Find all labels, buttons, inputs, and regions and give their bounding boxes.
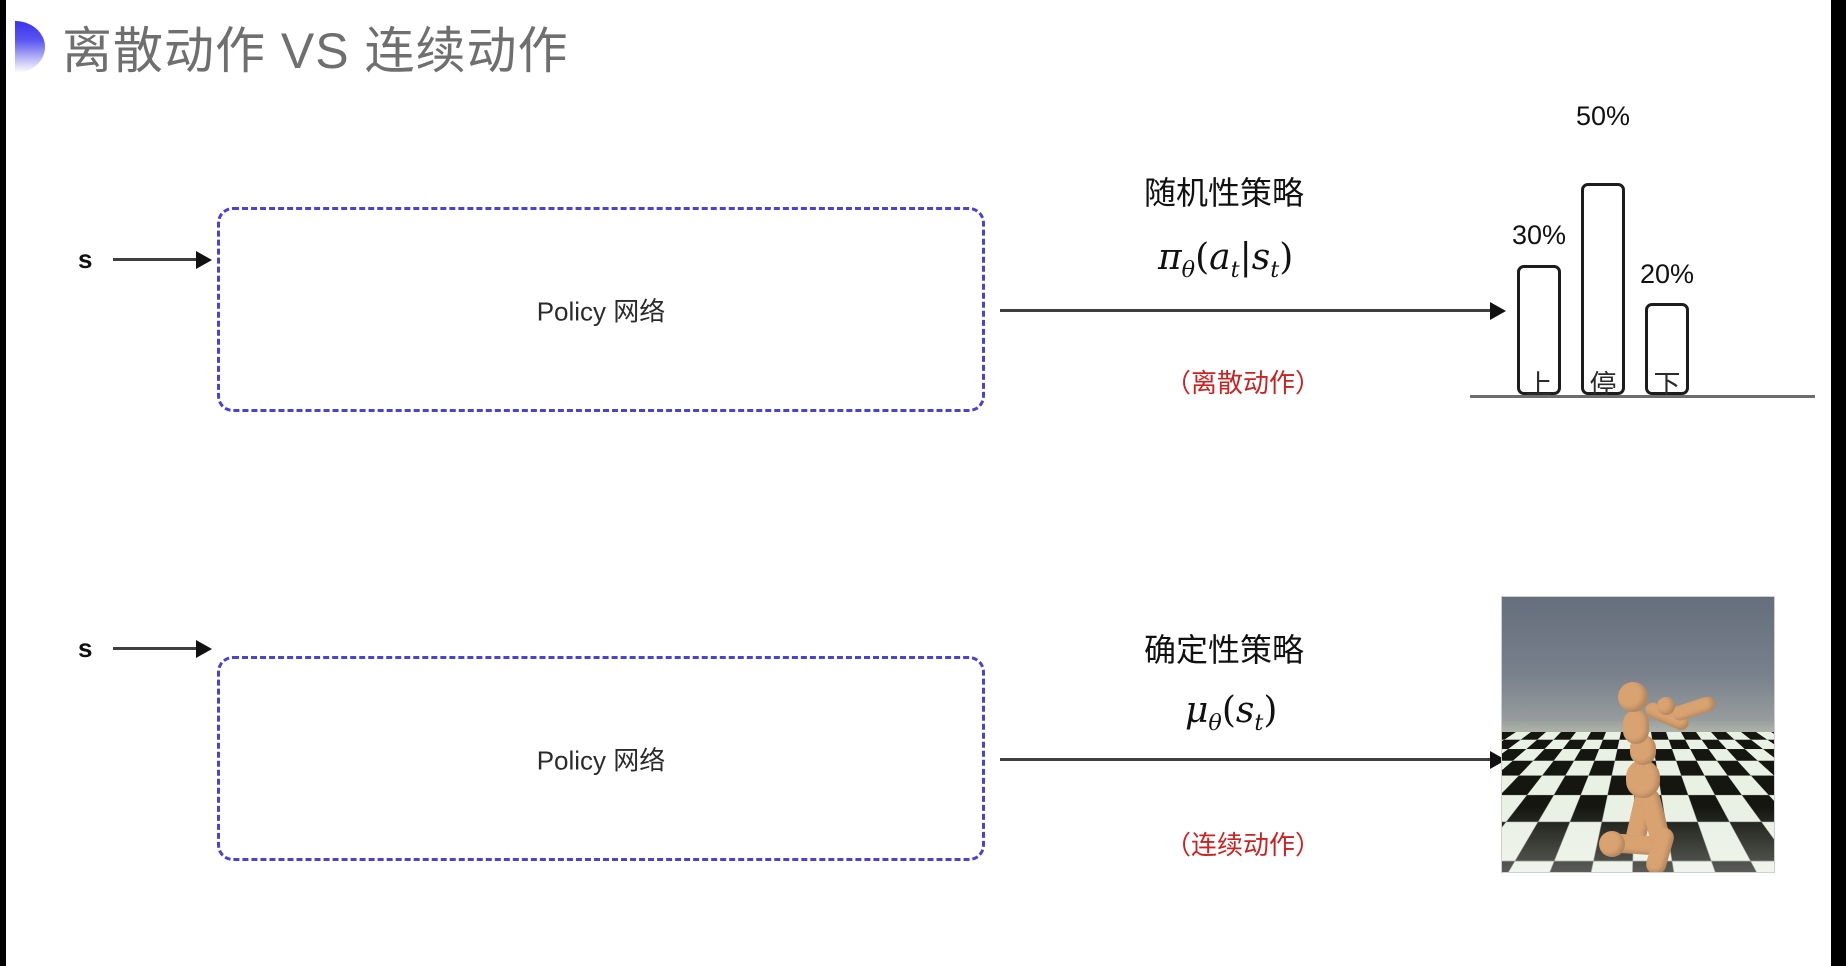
page-title: 离散动作 VS 连续动作: [62, 23, 569, 79]
formula-theta-sub-2: θ: [1208, 710, 1222, 737]
title-accent-shape: [15, 21, 45, 73]
stochastic-policy-formula: πθ(at|st): [1158, 237, 1293, 283]
action-probability-bar-chart: 30% 上 50% 停 20% 下: [1470, 95, 1815, 400]
bar-2: [1645, 303, 1689, 395]
formula-state-symbol: s: [1251, 237, 1271, 278]
input-arrow-head-row2: [196, 640, 212, 658]
formula-state-symbol-2: s: [1235, 690, 1255, 731]
humanoid-pelvis: [1626, 760, 1660, 798]
formula-open-paren-2: (: [1221, 690, 1236, 731]
deterministic-policy-formula: μθ(st): [1185, 690, 1277, 736]
formula-state-time-sub-2: t: [1254, 710, 1264, 737]
output-arrow-line-row1: [1000, 309, 1495, 312]
input-arrow-line-row1: [113, 258, 198, 261]
humanoid-simulation-image: [1502, 597, 1774, 872]
continuous-action-caption: （连续动作）: [1165, 830, 1322, 860]
formula-state-time-sub: t: [1270, 257, 1280, 284]
stochastic-policy-caption: 随机性策略: [1144, 175, 1305, 211]
formula-conditional-bar: |: [1239, 237, 1252, 278]
humanoid-head: [1618, 682, 1648, 712]
state-input-label-row2: s: [78, 633, 93, 663]
formula-open-paren: (: [1195, 237, 1210, 278]
bar-value-1: 50%: [1575, 101, 1631, 131]
policy-network-box-row1[interactable]: Policy 网络: [217, 207, 985, 412]
formula-pi-symbol: π: [1158, 237, 1182, 278]
policy-network-box-row2[interactable]: Policy 网络: [217, 656, 985, 861]
bar-value-2: 20%: [1639, 259, 1695, 289]
deterministic-policy-caption: 确定性策略: [1144, 632, 1305, 668]
formula-action-symbol: a: [1209, 237, 1231, 278]
formula-action-time-sub: t: [1230, 257, 1240, 284]
humanoid-back-knee: [1599, 831, 1625, 857]
output-arrow-line-row2: [1000, 758, 1495, 761]
output-arrow-head-row1: [1490, 302, 1506, 320]
policy-network-label-row1: Policy 网络: [536, 296, 666, 326]
bar-value-0: 30%: [1511, 220, 1567, 250]
formula-close-paren-2: ): [1263, 690, 1278, 731]
input-arrow-line-row2: [113, 647, 198, 650]
bar-1: [1581, 183, 1625, 395]
left-edge-strip: [0, 0, 6, 966]
discrete-action-caption: （离散动作）: [1165, 368, 1322, 398]
formula-close-paren: ): [1279, 237, 1294, 278]
humanoid-upper-torso: [1623, 710, 1649, 744]
right-edge-strip: [1831, 0, 1846, 966]
formula-mu-symbol: μ: [1185, 690, 1209, 731]
formula-theta-sub: θ: [1181, 257, 1196, 284]
input-arrow-head-row1: [196, 251, 212, 269]
bar-0: [1517, 265, 1561, 395]
state-input-label-row1: s: [78, 244, 93, 274]
policy-network-label-row2: Policy 网络: [536, 745, 666, 775]
chart-baseline-axis: [1470, 395, 1815, 398]
humanoid-hand: [1657, 697, 1675, 715]
